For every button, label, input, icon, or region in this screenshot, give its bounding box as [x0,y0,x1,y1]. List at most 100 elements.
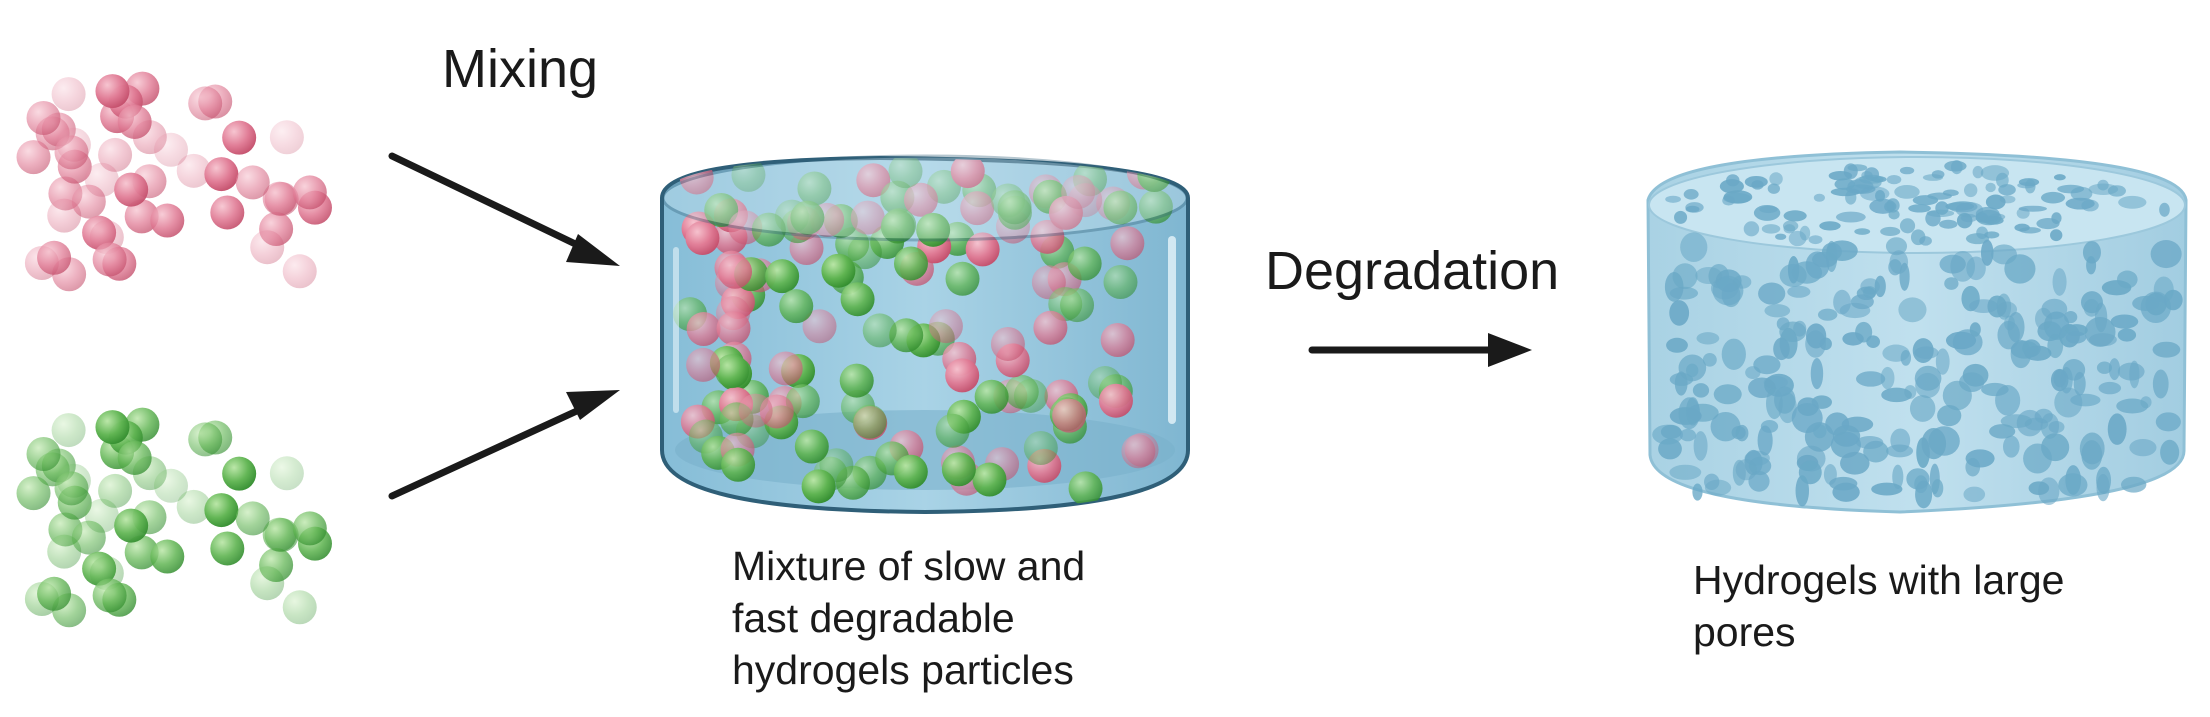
pore [1666,337,1688,353]
pore [1830,431,1861,458]
pore [1751,180,1764,190]
green-particle [150,539,185,574]
pink-particle [685,221,720,256]
pore [1912,338,1934,364]
pore [1965,449,1995,468]
fast-degradable-particles [16,407,332,628]
pore [2036,218,2060,230]
pore [2083,298,2100,317]
slow-degradable-particles [16,71,332,292]
pore [2120,476,2147,493]
pore [1658,438,1682,460]
pore [2118,195,2147,209]
pink-particle [176,153,211,188]
pore [1819,221,1841,231]
green-particle [797,171,832,206]
pore [1863,286,1877,299]
green-particle [1138,189,1173,224]
pink-particle [262,181,297,216]
pink-particle [686,312,721,347]
pore [1882,344,1910,362]
pink-particle [928,309,963,344]
pore [1775,233,1787,240]
pink-particle [95,74,130,109]
pore [1713,384,1742,405]
pink-particle [84,162,119,197]
green-particle [852,404,887,439]
pore [2086,256,2097,275]
mixing-arrow-top [388,152,620,266]
pore [1672,263,1698,290]
green-particle [893,246,928,281]
pink-particle [960,191,995,226]
pore [1695,267,1723,285]
pore [2089,333,2117,347]
pore [1764,304,1791,318]
pore [2081,199,2099,212]
green-particle [153,468,188,503]
pink-particle [269,120,304,155]
pore [1908,204,1931,213]
pink-particle [117,104,152,139]
pore [1898,297,1927,323]
pore [1753,355,1781,375]
pore [1843,163,1858,180]
pore [1805,323,1827,349]
pore [1813,424,1827,439]
pore [2050,229,2063,242]
pink-particle [204,157,239,192]
pore [1996,172,2009,188]
pore [1888,209,1900,220]
pore [1976,226,1988,239]
pore [1969,322,1981,337]
pore [1935,348,1950,375]
pink-particle [945,358,980,393]
pink-particle [850,200,885,235]
green-particle [47,534,82,569]
mixture-caption: Mixture of slow and fast degradable hydr… [732,540,1085,696]
pore [2129,360,2140,389]
green-particle [790,200,825,235]
pore [1931,170,1945,179]
green-particle [1067,246,1102,281]
mixture-caption-line: Mixture of slow and [732,543,1086,589]
pore [1871,176,1887,183]
pink-particle [114,172,149,207]
pore [1894,185,1920,199]
pore [1874,275,1886,298]
green-particle [972,462,1007,497]
pore [1881,387,1912,403]
pink-particle [222,120,257,155]
pore [2073,371,2086,396]
pore [1889,250,1909,274]
pink-particle [250,230,285,265]
pore [2065,331,2087,344]
green-particle [840,282,875,317]
pore [1757,425,1773,456]
pink-particle [1098,383,1133,418]
green-particle [51,413,86,448]
green-particle [84,498,119,533]
green-particle [997,190,1032,225]
pore [1692,383,1710,398]
pore [1773,337,1790,361]
pore [2054,387,2083,418]
pore [1788,230,1807,247]
pore [2053,174,2066,181]
pink-particle [235,165,270,200]
pore [1692,483,1703,501]
pore [2110,314,2139,329]
green-particle [862,313,897,348]
green-particle [26,436,61,471]
pink-particle [1110,226,1145,261]
pore [2116,398,2149,414]
pore [1811,395,1832,409]
green-particle [941,452,976,487]
pore [2088,183,2119,195]
pore [1996,293,2012,320]
pore [2064,311,2078,324]
pink-particle [37,240,72,275]
pore [1854,228,1871,235]
pore [1791,402,1823,433]
